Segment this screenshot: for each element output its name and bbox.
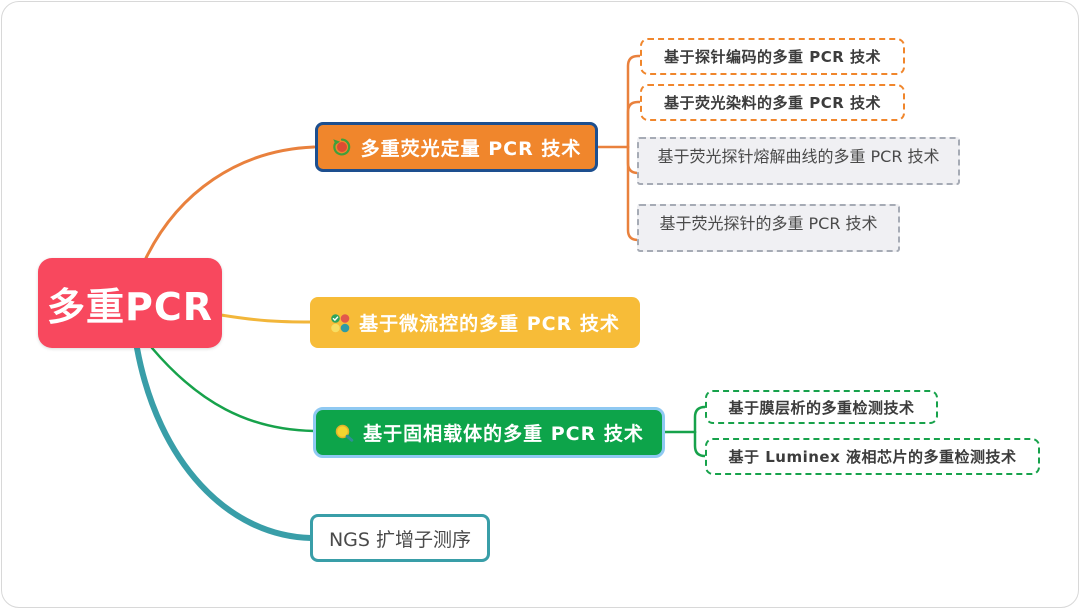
- topic-fluorescent-dye[interactable]: 基于荧光染料的多重 PCR 技术: [640, 84, 905, 121]
- topic-probe-coding[interactable]: 基于探针编码的多重 PCR 技术: [640, 38, 905, 75]
- topic-luminex[interactable]: 基于 Luminex 液相芯片的多重检测技术: [705, 438, 1040, 475]
- branch-solid-phase[interactable]: 基于固相载体的多重 PCR 技术: [313, 407, 665, 458]
- branch-solid-phase-label: 基于固相载体的多重 PCR 技术: [363, 423, 644, 445]
- branch-ngs[interactable]: NGS 扩增子测序: [310, 514, 490, 562]
- topic-fluorescent-dye-label: 基于荧光染料的多重 PCR 技术: [664, 94, 881, 112]
- magnifier-icon: [334, 423, 354, 443]
- topic-luminex-label: 基于 Luminex 液相芯片的多重检测技术: [728, 448, 1017, 466]
- root-topic-label: 多重PCR: [47, 284, 213, 329]
- branch-ngs-label: NGS 扩增子测序: [328, 528, 472, 551]
- topic-probe-coding-label: 基于探针编码的多重 PCR 技术: [664, 48, 881, 66]
- connector-solid-children: [663, 405, 707, 458]
- root-topic[interactable]: 多重PCR: [38, 258, 222, 348]
- topic-fluorescent-probe[interactable]: 基于荧光探针的多重 PCR 技术: [637, 204, 900, 252]
- topic-membrane-chromatography-label: 基于膜层析的多重检测技术: [728, 398, 915, 417]
- topic-melting-curve-label: 基于荧光探针熔解曲线的多重 PCR 技术: [657, 146, 940, 166]
- topic-fluorescent-probe-label: 基于荧光探针的多重 PCR 技术: [659, 213, 878, 233]
- branch-microfluidic[interactable]: 基于微流控的多重 PCR 技术: [310, 297, 640, 348]
- connector-root-ngs: [134, 345, 314, 541]
- branch-qpcr-label: 多重荧光定量 PCR 技术: [360, 137, 582, 160]
- connector-root-qpcr: [144, 145, 316, 260]
- topic-membrane-chromatography[interactable]: 基于膜层析的多重检测技术: [705, 390, 938, 424]
- four-dots-icon: [330, 313, 350, 333]
- branch-qpcr[interactable]: 多重荧光定量 PCR 技术: [315, 122, 598, 172]
- connector-root-solid: [150, 346, 316, 433]
- topic-melting-curve[interactable]: 基于荧光探针熔解曲线的多重 PCR 技术: [637, 137, 960, 185]
- refresh-icon: [332, 137, 352, 157]
- connector-root-micro: [219, 313, 313, 324]
- branch-microfluidic-label: 基于微流控的多重 PCR 技术: [359, 313, 620, 335]
